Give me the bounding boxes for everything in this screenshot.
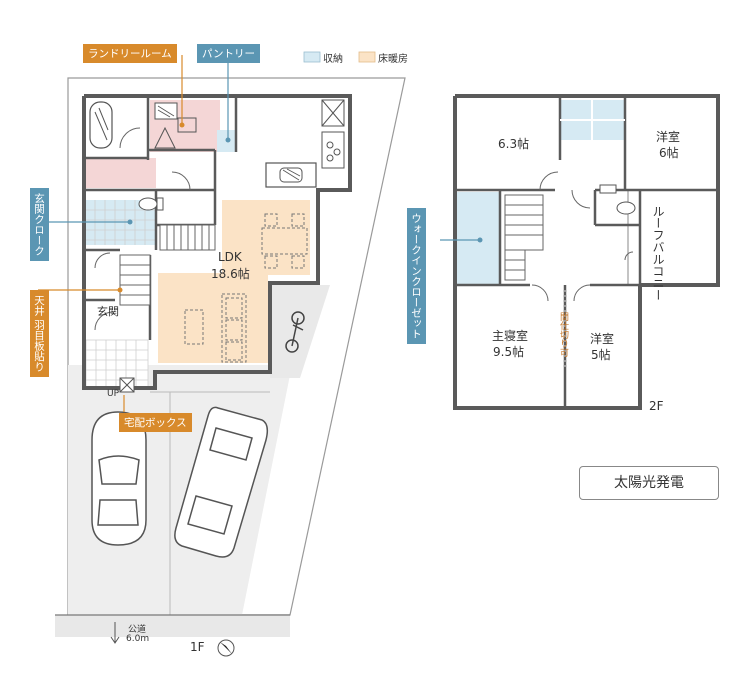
car-right xyxy=(174,406,269,558)
solar-power-badge: 太陽光発電 xyxy=(579,466,719,500)
patio xyxy=(270,285,330,378)
stairs-1f xyxy=(159,224,216,251)
room-a-size-label: 6.3帖 xyxy=(498,137,530,151)
ldk-size-label: 18.6帖 xyxy=(211,267,250,281)
pantry-callout: パントリー xyxy=(197,44,261,63)
master-size-label: 9.5帖 xyxy=(493,345,525,359)
western2-label: 洋室 xyxy=(590,332,615,346)
walk-in-closet-callout: ウォークインクローゼット xyxy=(407,208,426,344)
partition-label: 間仕切り可 xyxy=(558,312,568,357)
toilet-2f xyxy=(616,201,636,215)
master-label: 主寝室 xyxy=(492,329,529,343)
car-left xyxy=(91,411,147,546)
bicycle-icon xyxy=(285,311,305,353)
dining-table xyxy=(261,213,308,269)
walk-in-closet-area xyxy=(457,192,499,284)
up-label: UP xyxy=(107,389,120,399)
stairs-2f xyxy=(504,194,544,281)
stove xyxy=(321,131,345,169)
floor-2f-label: 2F xyxy=(649,399,664,413)
ldk-label: LDK xyxy=(218,250,242,264)
roof-balcony xyxy=(627,189,719,286)
laundry-room-callout: ランドリールーム xyxy=(83,44,177,63)
road xyxy=(55,615,290,637)
legend-floor-heating-label: 床暖房 xyxy=(378,54,408,65)
floor-1f-label: 1F xyxy=(190,640,205,654)
road-width-label: 6.0m xyxy=(126,634,150,644)
delivery-box-callout: 宅配ボックス xyxy=(119,413,192,432)
road-label: 公道 xyxy=(128,625,147,635)
ceiling-callout: 天井 羽目板貼り xyxy=(30,290,49,377)
floor-heating-area xyxy=(222,200,310,275)
western1-size-label: 6帖 xyxy=(659,146,679,160)
entrance-cloak-callout: 玄関クローク xyxy=(30,188,49,261)
entrance-label: 玄関 xyxy=(97,305,119,318)
sofa xyxy=(184,293,247,363)
western2-size-label: 5帖 xyxy=(591,348,611,362)
western1-label: 洋室 xyxy=(656,130,681,144)
legend-storage-label: 収納 xyxy=(323,54,343,65)
roof-balcony-label: ルーフバルコニー xyxy=(651,205,665,301)
toilet-1f xyxy=(138,197,158,211)
entrance-tiles xyxy=(85,339,149,389)
walls-2f xyxy=(453,94,720,410)
